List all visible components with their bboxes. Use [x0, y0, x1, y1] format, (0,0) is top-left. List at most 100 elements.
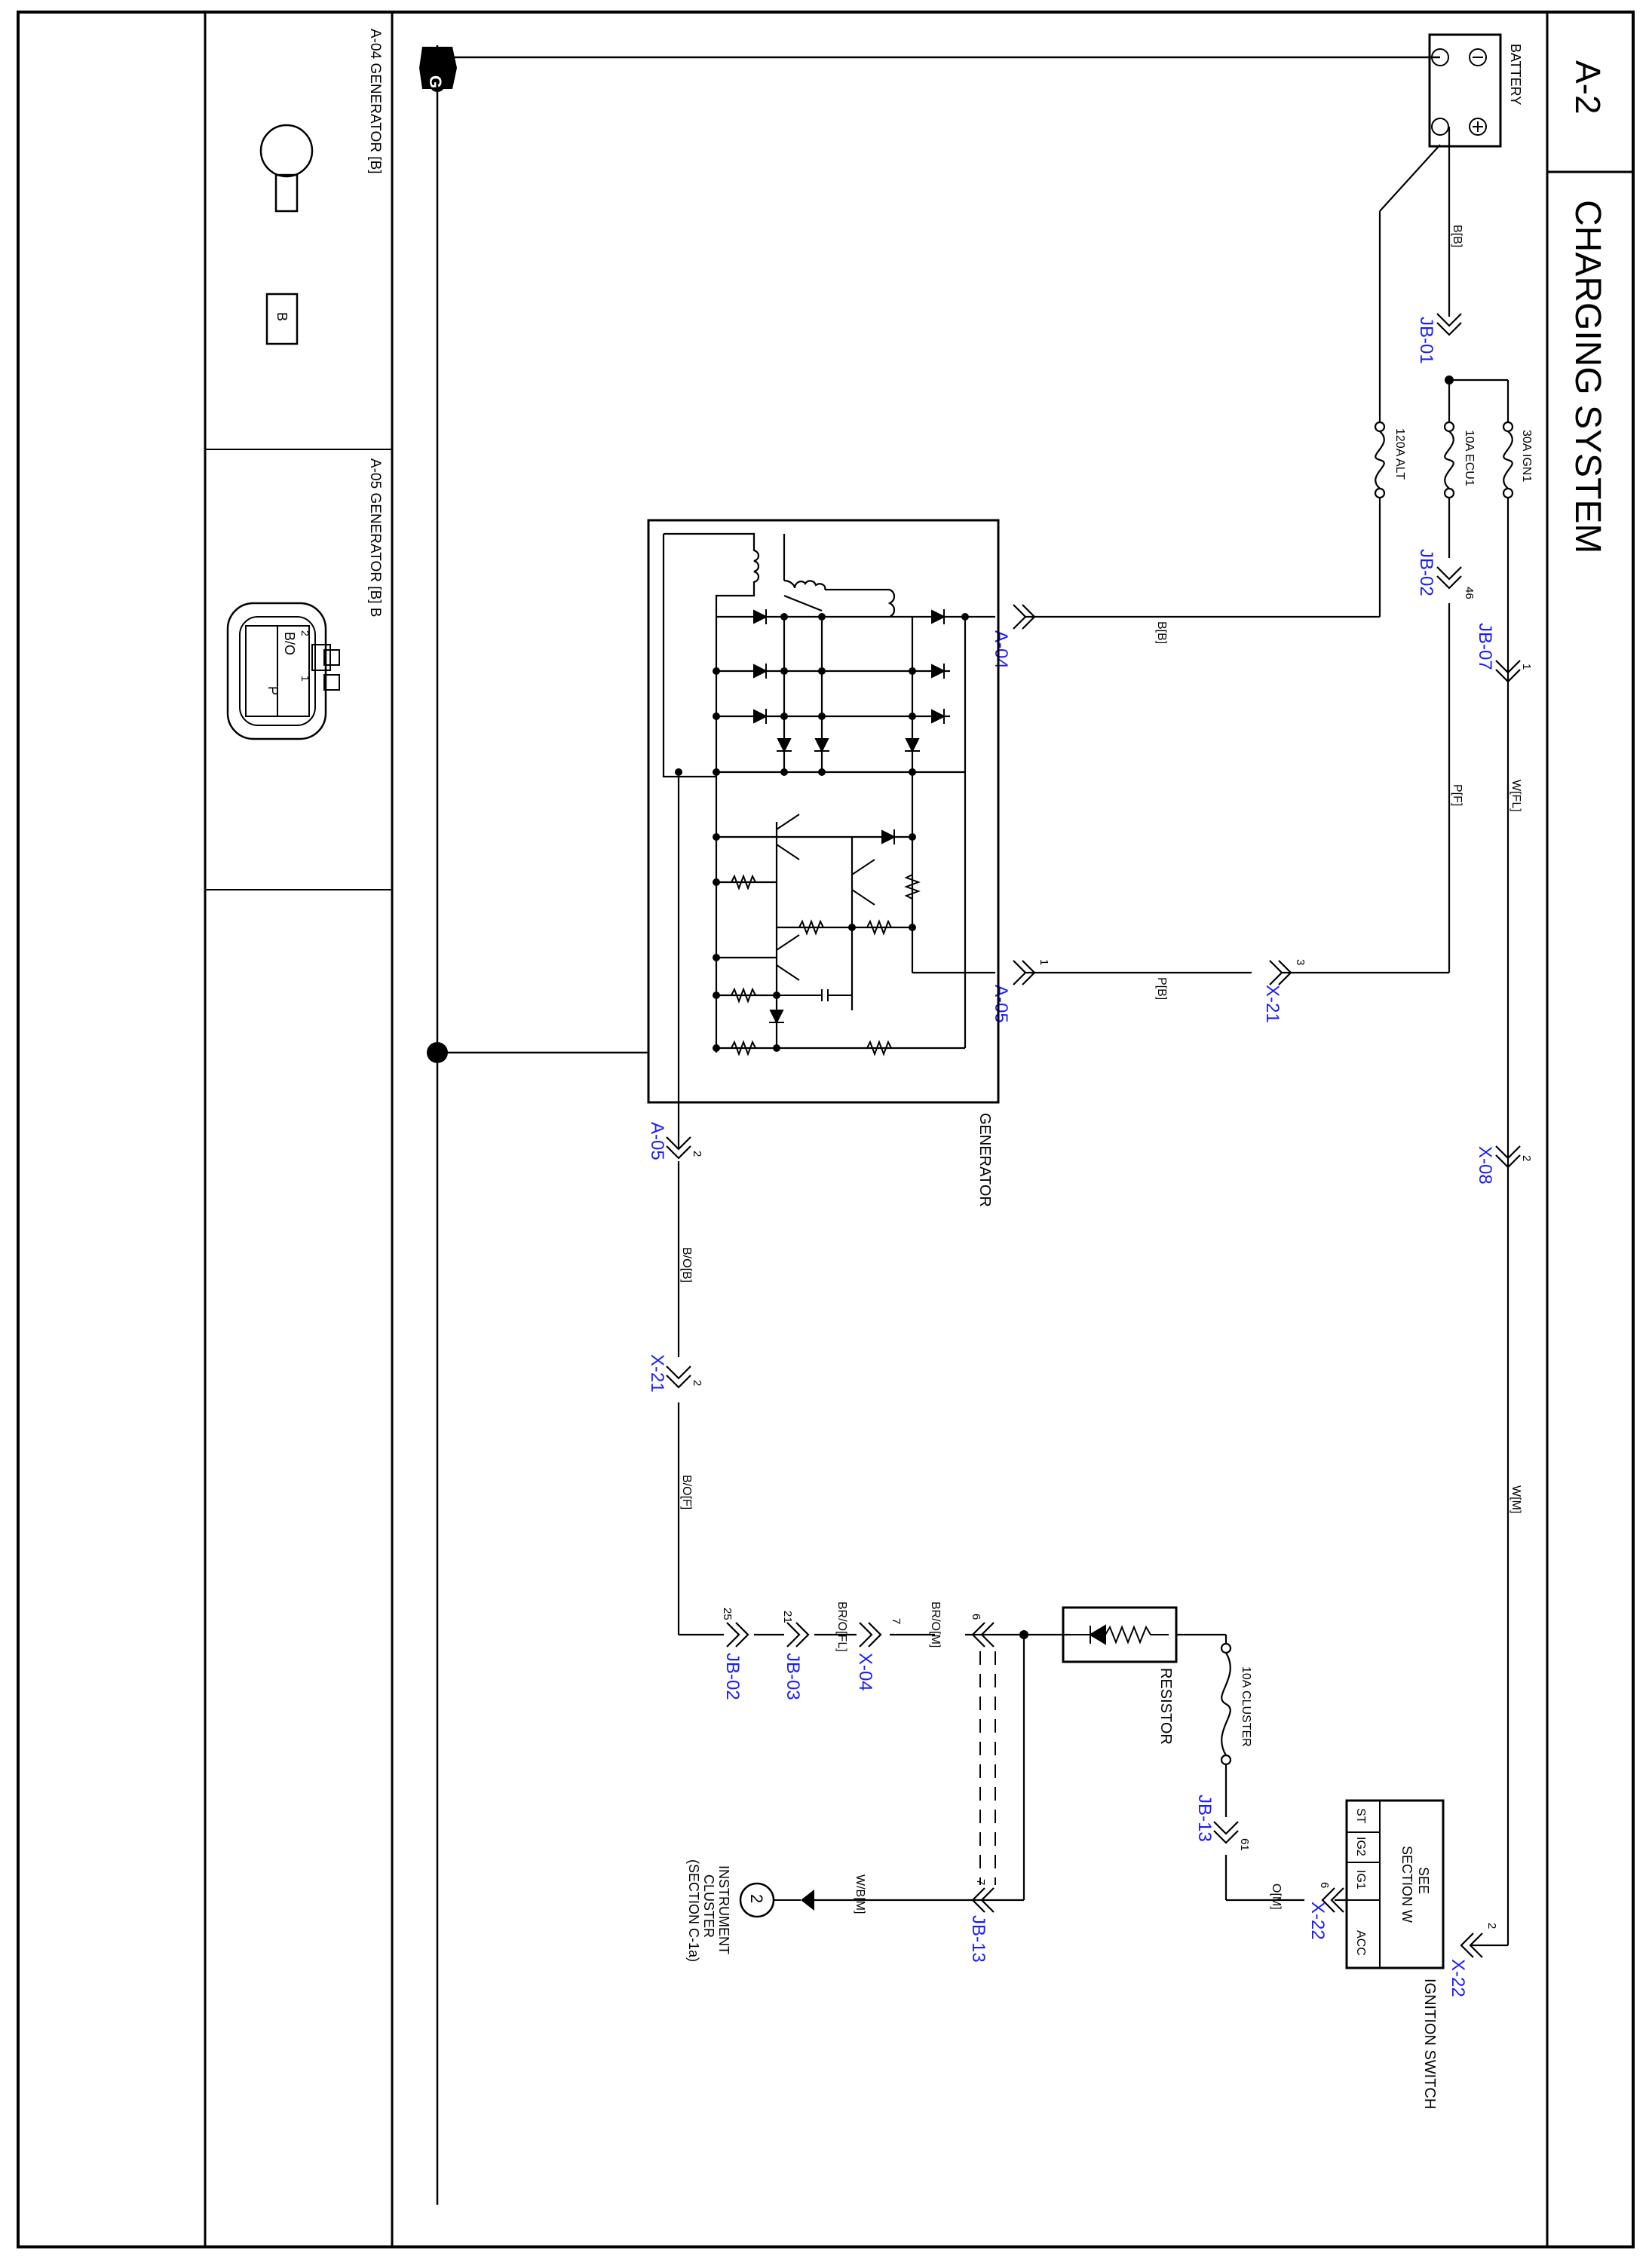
title-block: A-2 CHARGING SYSTEM	[1568, 60, 1608, 553]
diode-icon	[753, 709, 768, 724]
fuse-ign1-label: 30A IGN1	[1520, 430, 1533, 482]
wire-label-bb-a04: B[B]	[1155, 621, 1168, 644]
svg-text:6: 6	[1318, 1882, 1331, 1888]
a-04-label: A-04	[991, 630, 1011, 669]
ignition-switch: SEE SECTION W ST IG2 IG1 ACC IGNITION SW…	[1345, 1799, 1445, 2109]
instrument-cluster-number: 2	[747, 1894, 766, 1903]
chevron-jb13-fuse-icon	[1213, 1821, 1239, 1844]
resistor-icon	[866, 1040, 892, 1056]
svg-text:7: 7	[890, 1618, 903, 1624]
svg-text:21: 21	[781, 1611, 794, 1623]
diode-icon	[931, 664, 946, 679]
chevron-x08-icon	[1495, 1145, 1521, 1169]
connector-view-a04-title: A-04 GENERATOR [B]	[367, 29, 383, 174]
chevron-x21-bottom-icon	[666, 1365, 691, 1389]
instrument-cluster-ref: 2 INSTRUMENT CLUSTER (SECTION C-1a)	[686, 1859, 814, 1962]
wire-label-pf: P[F]	[1451, 784, 1464, 806]
connector-symbols	[666, 313, 1521, 1958]
pin-p-label: P	[265, 686, 280, 695]
resistor-icon	[866, 919, 892, 936]
svg-text:3: 3	[1294, 959, 1307, 965]
resistor-icon	[731, 1040, 756, 1056]
chevron-a04-icon	[1013, 604, 1036, 630]
svg-text:6: 6	[970, 1614, 982, 1620]
resistor-label: RESISTOR	[1157, 1668, 1174, 1745]
wire-label-wfl: W[FL]	[1509, 780, 1522, 812]
diode-icon	[931, 609, 946, 624]
terminal-b-label: B	[274, 312, 290, 321]
shielded-wire	[979, 1651, 996, 1885]
wire-label-om: O[M]	[1270, 1883, 1283, 1910]
chevron-jb02-top-icon	[1436, 566, 1462, 590]
battery: BATTERY	[1428, 33, 1523, 148]
jb-02-top-label: JB-02	[1416, 549, 1436, 596]
cluster-splice	[1019, 1630, 1028, 1639]
stator-coil-icon	[783, 534, 896, 618]
page-code: A-2	[1568, 60, 1608, 115]
svg-text:INSTRUMENT: INSTRUMENT	[716, 1865, 731, 1954]
sheet-frame	[17, 11, 1635, 2248]
fuse-cluster-label: 10A CLUSTER	[1240, 1666, 1252, 1747]
fuse-labels: 30A IGN1 10A ECU1 120A ALT 10A CLUSTER	[1240, 428, 1533, 1747]
fuse-10a-ecu1-icon	[1443, 421, 1455, 499]
diode-icon	[753, 609, 768, 624]
svg-text:2: 2	[691, 1151, 703, 1157]
chevron-jb03-icon	[786, 1622, 810, 1647]
transistor-icon	[851, 859, 875, 906]
ring-terminal-tab	[274, 173, 299, 213]
fuses	[1220, 421, 1514, 1766]
chevron-x22-top-icon	[1460, 1933, 1483, 1958]
generator-nodes	[675, 613, 969, 1052]
transistors	[776, 814, 875, 1001]
x-04-label: X-04	[855, 1653, 875, 1691]
connector-labels: JB-01 JB-02 JB-07 A-04 A-05 X-21 X-08 X-…	[647, 317, 1495, 1997]
terminal-box-icon	[265, 293, 299, 345]
jb-13-fuse-label: JB-13	[1194, 1795, 1215, 1842]
svg-text:46: 46	[1463, 587, 1476, 599]
jb-07-label: JB-07	[1475, 623, 1495, 670]
jb-01-label: JB-01	[1416, 317, 1436, 364]
zener-diode-icon	[769, 1010, 784, 1025]
svg-text:SEE: SEE	[1416, 1867, 1431, 1894]
chevron-jb01-icon	[1436, 313, 1462, 336]
a-05-bottom-label: A-05	[647, 1122, 667, 1160]
chevron-a05-top-icon	[1013, 960, 1036, 985]
svg-text:1: 1	[1520, 664, 1533, 670]
svg-text:(SECTION C-1a): (SECTION C-1a)	[686, 1859, 701, 1962]
svg-text:IG2: IG2	[1354, 1837, 1367, 1856]
resistors	[731, 874, 921, 1056]
svg-text:SECTION W: SECTION W	[1399, 1846, 1414, 1923]
jb-01-splice	[1445, 375, 1454, 385]
chevron-x22-bottom-icon	[1321, 1887, 1344, 1913]
battery-label: BATTERY	[1508, 44, 1523, 105]
capacitor-icon	[777, 989, 852, 1001]
pin-b-o-label: B/O	[282, 632, 297, 655]
svg-text:2: 2	[1520, 1155, 1533, 1161]
jb-13-right-label: JB-13	[968, 1915, 988, 1963]
connector-view-a05-title: A-05 GENERATOR [B] B	[367, 458, 383, 617]
resistor-icon	[731, 874, 756, 890]
wire-label-wbm: W/B[M]	[854, 1874, 866, 1914]
diode-icon	[881, 829, 896, 844]
generator-label: GENERATOR	[976, 1113, 993, 1207]
chevron-jb13-right-icon	[971, 1887, 995, 1913]
transistor-icon	[776, 934, 800, 981]
wire-label-bob: B/O[B]	[680, 1247, 693, 1283]
page-title: CHARGING SYSTEM	[1568, 200, 1608, 553]
fuse-30a-ign1-icon	[1502, 421, 1514, 499]
transistor-icon	[776, 814, 800, 860]
fuse-alt-label: 120A ALT	[1393, 428, 1406, 480]
x-08-label: X-08	[1475, 1146, 1495, 1185]
fuse-10a-cluster-icon	[1220, 1642, 1232, 1766]
x-22-bottom-label: X-22	[1307, 1902, 1328, 1940]
x-22-top-label: X-22	[1448, 1959, 1468, 1997]
arrow-left-icon	[801, 1890, 814, 1911]
svg-text:CLUSTER: CLUSTER	[701, 1874, 716, 1938]
connector-view-a04: A-04 GENERATOR [B] B	[259, 29, 383, 345]
wire-label-bb-top: B[B]	[1451, 225, 1464, 247]
wire-label-brom: BR/O[M]	[929, 1601, 942, 1647]
ignition-switch-label: IGNITION SWITCH	[1421, 1978, 1438, 2109]
resistor-component: RESISTOR	[1062, 1606, 1178, 1745]
x-21-bottom-label: X-21	[647, 1354, 667, 1393]
